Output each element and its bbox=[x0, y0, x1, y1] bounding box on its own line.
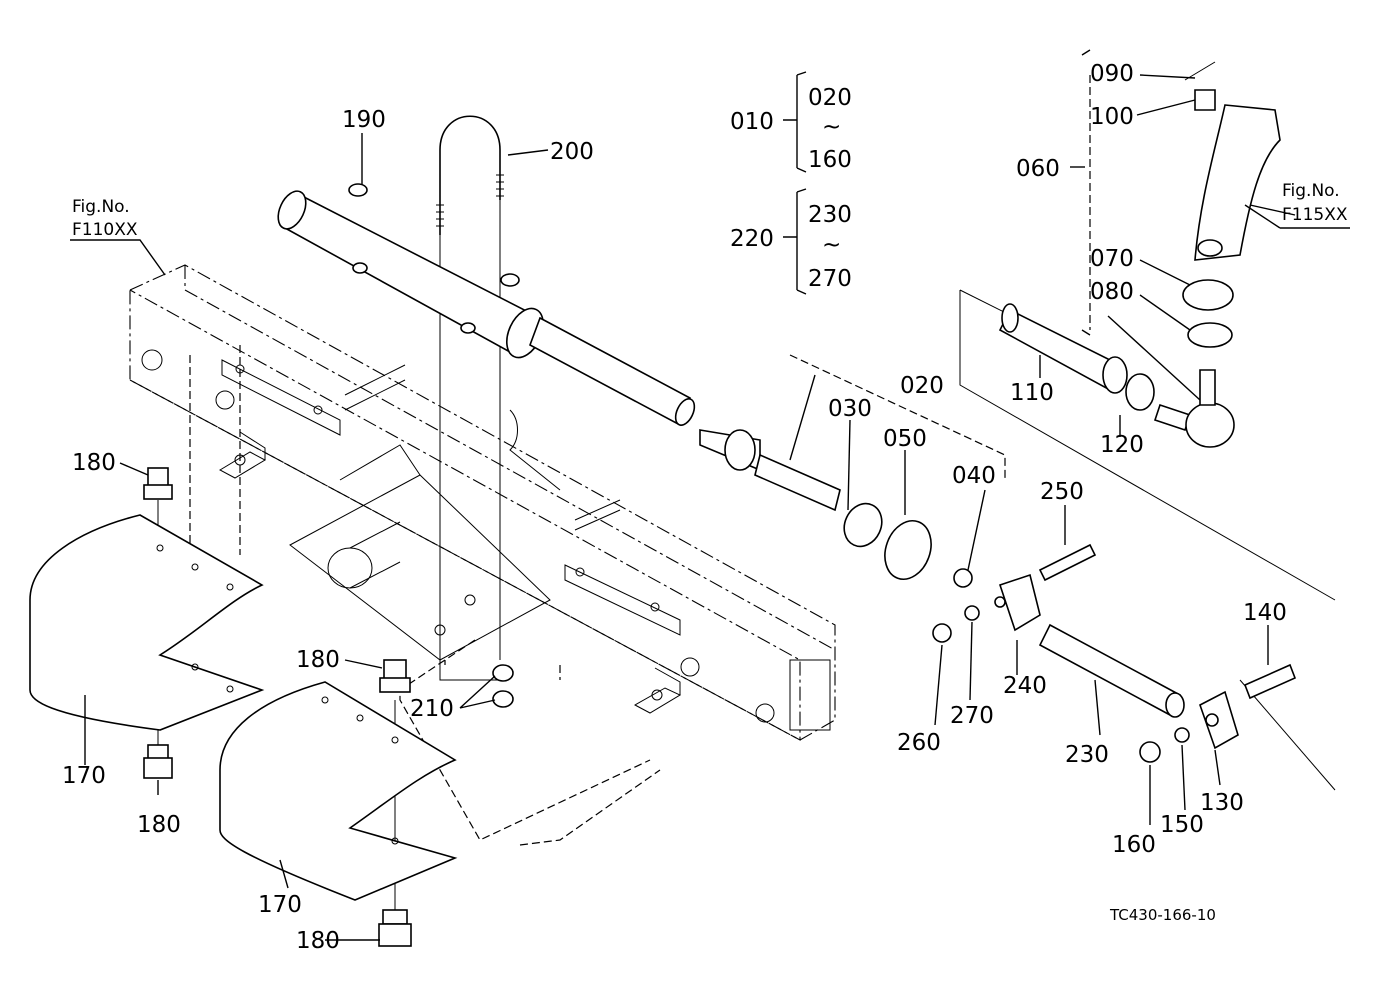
nuts-210 bbox=[492, 664, 514, 708]
tie-rod-upper bbox=[998, 303, 1235, 448]
mount-plate-phantom bbox=[289, 364, 621, 661]
knuckle-arm bbox=[1182, 61, 1281, 348]
label-050: 050 bbox=[883, 426, 927, 452]
fig-ref-f115: Fig.No. F115XX bbox=[1282, 181, 1348, 225]
label-180-d: 180 bbox=[296, 928, 340, 954]
label-210: 210 bbox=[410, 696, 454, 722]
part-labels: 190 200 180 180 180 180 170 170 210 030 … bbox=[62, 61, 1287, 954]
label-260: 260 bbox=[897, 730, 941, 756]
svg-text:Fig.No.: Fig.No. bbox=[1282, 181, 1340, 201]
svg-text:~: ~ bbox=[822, 232, 841, 258]
leader-lines bbox=[70, 49, 1350, 941]
label-200: 200 bbox=[550, 139, 594, 165]
fig-ref-f110: Fig.No. F110XX bbox=[72, 197, 138, 240]
drawing-code: TC430-166-10 bbox=[1109, 906, 1216, 924]
cover-right bbox=[219, 681, 458, 901]
tie-rod-lower bbox=[932, 543, 1297, 763]
label-250: 250 bbox=[1040, 479, 1084, 505]
label-240: 240 bbox=[1003, 673, 1047, 699]
label-130: 130 bbox=[1200, 790, 1244, 816]
svg-text:020: 020 bbox=[808, 85, 852, 111]
bracket-right-lower bbox=[633, 667, 682, 714]
svg-text:230: 230 bbox=[808, 202, 852, 228]
label-270: 270 bbox=[950, 703, 994, 729]
svg-text:F115XX: F115XX bbox=[1282, 205, 1348, 225]
svg-text:Fig.No.: Fig.No. bbox=[72, 197, 130, 217]
label-100: 100 bbox=[1090, 104, 1134, 130]
label-030: 030 bbox=[828, 396, 872, 422]
svg-text:270: 270 bbox=[808, 266, 852, 292]
frame-phantom bbox=[129, 264, 836, 741]
label-190: 190 bbox=[342, 107, 386, 133]
svg-text:~: ~ bbox=[822, 114, 841, 140]
u-bolt bbox=[436, 115, 504, 235]
label-170-b: 170 bbox=[258, 892, 302, 918]
group-220: 220 230 ~ 270 bbox=[730, 202, 852, 292]
svg-text:F110XX: F110XX bbox=[72, 220, 138, 240]
label-070: 070 bbox=[1090, 246, 1134, 272]
label-140: 140 bbox=[1243, 600, 1287, 626]
label-180-b: 180 bbox=[137, 812, 181, 838]
label-170-a: 170 bbox=[62, 763, 106, 789]
label-020: 020 bbox=[900, 373, 944, 399]
label-080: 080 bbox=[1090, 279, 1134, 305]
bolt-180-c bbox=[379, 659, 411, 693]
label-040: 040 bbox=[952, 463, 996, 489]
bolt-180-a bbox=[143, 467, 173, 500]
label-180-a: 180 bbox=[72, 450, 116, 476]
svg-text:160: 160 bbox=[808, 147, 852, 173]
bracket-right-upper bbox=[564, 564, 681, 636]
label-160: 160 bbox=[1112, 832, 1156, 858]
group-010: 010 020 ~ 160 bbox=[730, 85, 852, 173]
label-180-c: 180 bbox=[296, 647, 340, 673]
bolt-180-b bbox=[143, 744, 173, 779]
label-060: 060 bbox=[1016, 156, 1060, 182]
bracket-left-lower bbox=[218, 431, 267, 479]
tie-rod-left bbox=[699, 429, 973, 588]
svg-text:220: 220 bbox=[730, 226, 774, 252]
label-090: 090 bbox=[1090, 61, 1134, 87]
label-230: 230 bbox=[1065, 742, 1109, 768]
svg-text:010: 010 bbox=[730, 109, 774, 135]
label-110: 110 bbox=[1010, 380, 1054, 406]
bolt-180-d bbox=[378, 909, 412, 947]
cover-left bbox=[29, 514, 265, 731]
hydraulic-cylinder bbox=[277, 183, 696, 427]
label-120: 120 bbox=[1100, 432, 1144, 458]
label-150: 150 bbox=[1160, 812, 1204, 838]
